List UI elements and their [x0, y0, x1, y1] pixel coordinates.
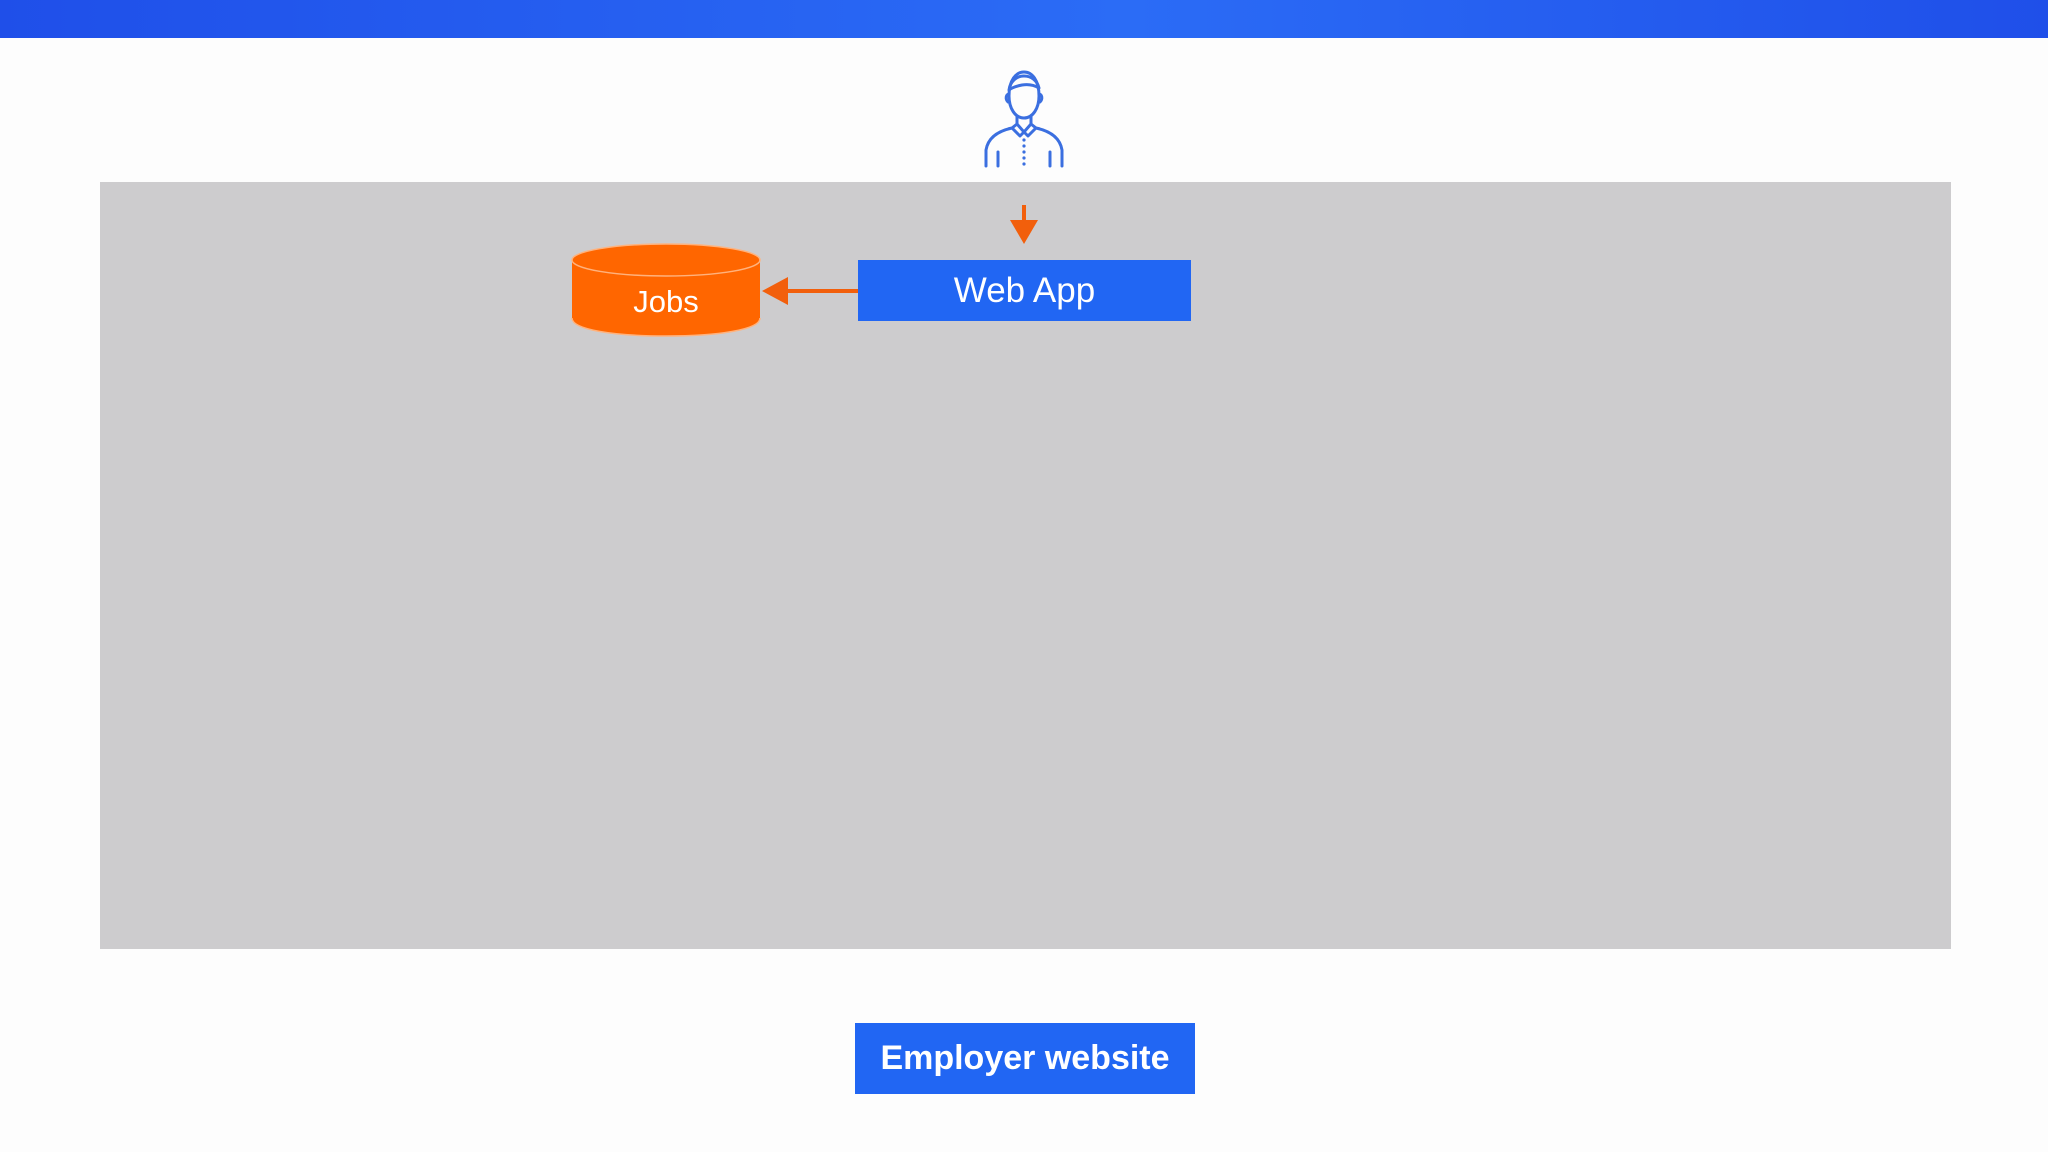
employer-website-node: Employer website: [855, 1023, 1195, 1094]
top-accent-bar: [0, 0, 2048, 38]
employer-website-label: Employer website: [880, 1039, 1170, 1077]
jobs-db-label: Jobs: [633, 284, 699, 319]
jobs-db-node: Jobs: [570, 281, 762, 323]
web-app-label: Web App: [953, 270, 1096, 310]
database-cylinder-icon: [571, 243, 761, 337]
user-person-icon: [984, 70, 1064, 168]
web-app-node: Web App: [858, 260, 1191, 321]
